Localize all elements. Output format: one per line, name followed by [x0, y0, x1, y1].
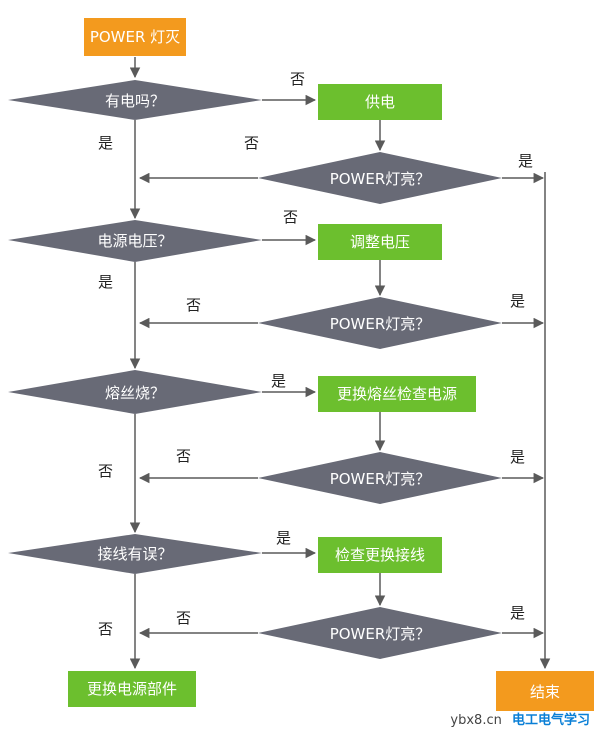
action-adjust-voltage: 调整电压 — [318, 224, 442, 260]
edge-label-fuse-no: 否 — [98, 462, 113, 480]
edge-label-voltage-yes: 是 — [98, 273, 113, 291]
edge-label-c2-yes: 是 — [510, 292, 525, 310]
decision-fuse: 熔丝烧？ — [8, 370, 262, 414]
watermark: ybx8.cn 电工电气学习 — [450, 709, 590, 728]
decision-wiring: 接线有误？ — [8, 534, 262, 574]
check-power-light-3-label: POWER灯亮？ — [330, 470, 431, 488]
check-power-light-4-label: POWER灯亮？ — [330, 625, 431, 643]
edge-label-c4-no: 否 — [176, 609, 191, 627]
edge-label-c4-yes: 是 — [510, 604, 525, 622]
edge-label-c1-no: 否 — [244, 134, 259, 152]
check-power-light-2-label: POWER灯亮？ — [330, 315, 431, 333]
edge-label-power-no: 否 — [290, 70, 305, 88]
edge-label-c3-no: 否 — [176, 447, 191, 465]
edge-label-c2-no: 否 — [186, 296, 201, 314]
replace-power-unit: 更换电源部件 — [68, 671, 196, 707]
check-power-light-2: POWER灯亮？ — [258, 297, 502, 349]
decision-voltage: 电源电压？ — [8, 220, 262, 262]
action-adjust-voltage-label: 调整电压 — [350, 233, 410, 251]
end-node: 结束 — [496, 671, 594, 711]
start-node: POWER 灯灭 — [84, 18, 186, 56]
decision-has-power: 有电吗？ — [8, 80, 262, 120]
action-supply-power: 供电 — [318, 84, 442, 120]
check-power-light-4: POWER灯亮？ — [258, 607, 502, 659]
decision-voltage-label: 电源电压？ — [97, 232, 172, 250]
edge-label-power-yes: 是 — [98, 134, 113, 152]
action-check-wiring-label: 检查更换接线 — [335, 546, 425, 564]
action-supply-power-label: 供电 — [365, 93, 395, 111]
decision-has-power-label: 有电吗？ — [105, 92, 165, 110]
check-power-light-1-label: POWER灯亮？ — [330, 170, 431, 188]
action-replace-fuse: 更换熔丝检查电源 — [318, 376, 476, 412]
check-power-light-1: POWER灯亮？ — [258, 152, 502, 204]
action-check-wiring: 检查更换接线 — [318, 537, 442, 573]
connectors — [129, 57, 551, 670]
watermark-account: 电工电气学习 — [511, 713, 590, 728]
watermark-site: ybx8.cn — [450, 713, 502, 728]
edge-label-wiring-no: 否 — [98, 620, 113, 638]
decision-wiring-label: 接线有误？ — [97, 545, 172, 563]
edge-labels: 否 是 否 是 否 是 否 是 是 否 否 是 是 否 否 是 — [98, 70, 533, 638]
edge-label-fuse-yes: 是 — [271, 372, 286, 390]
start-label: POWER 灯灭 — [90, 28, 180, 46]
edge-label-wiring-yes: 是 — [276, 529, 291, 547]
decision-fuse-label: 熔丝烧？ — [105, 384, 165, 402]
edge-label-voltage-no: 否 — [283, 208, 298, 226]
end-label: 结束 — [530, 683, 560, 701]
edge-label-c1-yes: 是 — [518, 152, 533, 170]
check-power-light-3: POWER灯亮？ — [258, 452, 502, 504]
edge-label-c3-yes: 是 — [510, 448, 525, 466]
action-replace-fuse-label: 更换熔丝检查电源 — [337, 385, 457, 403]
replace-power-unit-label: 更换电源部件 — [87, 680, 177, 698]
